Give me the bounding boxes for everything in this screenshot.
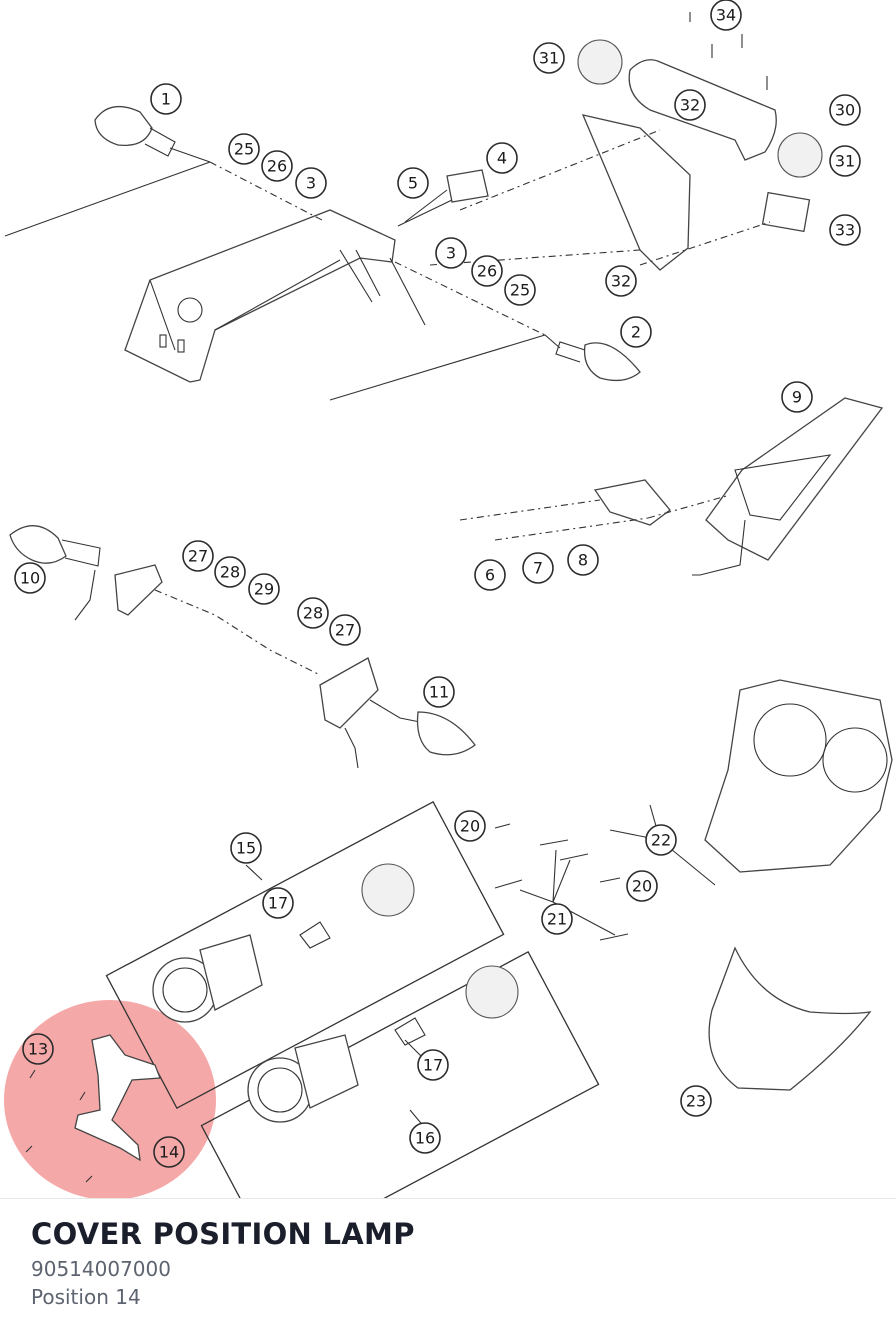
svg-text:14: 14 <box>159 1143 179 1162</box>
svg-text:30: 30 <box>835 101 855 120</box>
svg-text:27: 27 <box>335 621 355 640</box>
callout-2[interactable]: 2 <box>620 316 652 348</box>
callout-31[interactable]: 31 <box>533 42 565 74</box>
callout-31[interactable]: 31 <box>829 145 861 177</box>
svg-text:31: 31 <box>835 152 855 171</box>
svg-text:33: 33 <box>835 221 855 240</box>
callout-34[interactable]: 34 <box>710 0 742 31</box>
license-lamp[interactable] <box>397 169 489 227</box>
callout-32[interactable]: 32 <box>605 265 637 297</box>
callout-17[interactable]: 17 <box>417 1049 449 1081</box>
callout-17[interactable]: 17 <box>262 887 294 919</box>
fasteners[interactable] <box>494 823 629 941</box>
front-turn-signal-left[interactable] <box>9 525 163 621</box>
callout-6[interactable]: 6 <box>474 559 506 591</box>
callout-16[interactable]: 16 <box>409 1122 441 1154</box>
svg-text:22: 22 <box>651 831 671 850</box>
cover-position-lamp[interactable] <box>25 1034 161 1183</box>
svg-text:16: 16 <box>415 1129 435 1148</box>
callout-26[interactable]: 26 <box>471 255 503 287</box>
svg-text:20: 20 <box>632 877 652 896</box>
parts-diagram: 1 2 3 3 4 5 6 7 8 9 10 11 13 14 15 16 17… <box>4 0 893 1198</box>
callout-3[interactable]: 3 <box>435 237 467 269</box>
callout-27[interactable]: 27 <box>182 540 214 572</box>
svg-text:10: 10 <box>20 569 40 588</box>
svg-text:34: 34 <box>716 6 736 25</box>
svg-text:26: 26 <box>267 157 287 176</box>
svg-text:4: 4 <box>497 149 507 168</box>
svg-text:20: 20 <box>460 817 480 836</box>
svg-text:29: 29 <box>254 580 274 599</box>
callout-14[interactable]: 14 <box>153 1136 185 1168</box>
callout-26[interactable]: 26 <box>261 150 293 182</box>
callout-20[interactable]: 20 <box>454 810 486 842</box>
callout-30[interactable]: 30 <box>829 94 861 126</box>
callout-29[interactable]: 29 <box>248 573 280 605</box>
svg-text:17: 17 <box>268 894 288 913</box>
svg-text:28: 28 <box>220 563 240 582</box>
svg-text:17: 17 <box>423 1056 443 1075</box>
license-plate-bracket[interactable] <box>577 12 823 271</box>
headlight-lower[interactable] <box>247 965 519 1123</box>
callout-33[interactable]: 33 <box>829 214 861 246</box>
callout-1[interactable]: 1 <box>150 83 182 115</box>
callout-28[interactable]: 28 <box>297 597 329 629</box>
part-info-panel: COVER POSITION LAMP 90514007000 Position… <box>0 1198 896 1336</box>
svg-text:15: 15 <box>236 839 256 858</box>
part-position: Position 14 <box>31 1285 141 1309</box>
svg-text:27: 27 <box>188 547 208 566</box>
license-plate-holder[interactable] <box>124 209 426 383</box>
rear-turn-signal-left[interactable] <box>4 105 211 237</box>
svg-text:9: 9 <box>792 388 802 407</box>
svg-text:6: 6 <box>485 566 495 585</box>
callout-22[interactable]: 22 <box>645 824 677 856</box>
tail-light[interactable] <box>593 397 884 576</box>
callout-4[interactable]: 4 <box>486 142 518 174</box>
svg-text:8: 8 <box>578 551 588 570</box>
callout-13[interactable]: 13 <box>22 1033 54 1065</box>
front-turn-signal-right[interactable] <box>319 657 476 769</box>
svg-text:5: 5 <box>408 174 418 193</box>
svg-text:25: 25 <box>234 140 254 159</box>
callout-11[interactable]: 11 <box>423 676 455 708</box>
svg-text:3: 3 <box>306 174 316 193</box>
svg-text:21: 21 <box>547 910 567 929</box>
callout-9[interactable]: 9 <box>781 381 813 413</box>
headlight-box-upper <box>105 801 505 1109</box>
callout-20[interactable]: 20 <box>626 870 658 902</box>
headlight-upper[interactable] <box>152 863 415 1023</box>
callout-5[interactable]: 5 <box>397 167 429 199</box>
callout-25[interactable]: 25 <box>504 274 536 306</box>
headlight-box-lower <box>200 951 600 1198</box>
rear-turn-signal-right[interactable] <box>329 334 641 401</box>
callout-7[interactable]: 7 <box>522 552 554 584</box>
callout-21[interactable]: 21 <box>541 903 573 935</box>
callout-3[interactable]: 3 <box>295 167 327 199</box>
callout-10[interactable]: 10 <box>14 562 46 594</box>
part-number: 90514007000 <box>31 1257 171 1281</box>
callout-25[interactable]: 25 <box>228 133 260 165</box>
part-title: COVER POSITION LAMP <box>31 1217 415 1251</box>
svg-text:11: 11 <box>429 683 449 702</box>
callout-8[interactable]: 8 <box>567 544 599 576</box>
svg-text:25: 25 <box>510 281 530 300</box>
svg-text:32: 32 <box>611 272 631 291</box>
callout-23[interactable]: 23 <box>680 1085 712 1117</box>
svg-text:7: 7 <box>533 559 543 578</box>
svg-text:1: 1 <box>161 90 171 109</box>
headlight-mask[interactable] <box>708 946 872 1091</box>
svg-text:2: 2 <box>631 323 641 342</box>
svg-text:28: 28 <box>303 604 323 623</box>
svg-text:32: 32 <box>680 96 700 115</box>
svg-text:26: 26 <box>477 262 497 281</box>
headlight-frame[interactable] <box>704 679 893 873</box>
callout-27[interactable]: 27 <box>329 614 361 646</box>
svg-text:13: 13 <box>28 1040 48 1059</box>
callout-32[interactable]: 32 <box>674 89 706 121</box>
callout-15[interactable]: 15 <box>230 832 262 864</box>
svg-text:23: 23 <box>686 1092 706 1111</box>
svg-text:3: 3 <box>446 244 456 263</box>
svg-text:31: 31 <box>539 49 559 68</box>
callout-28[interactable]: 28 <box>214 556 246 588</box>
